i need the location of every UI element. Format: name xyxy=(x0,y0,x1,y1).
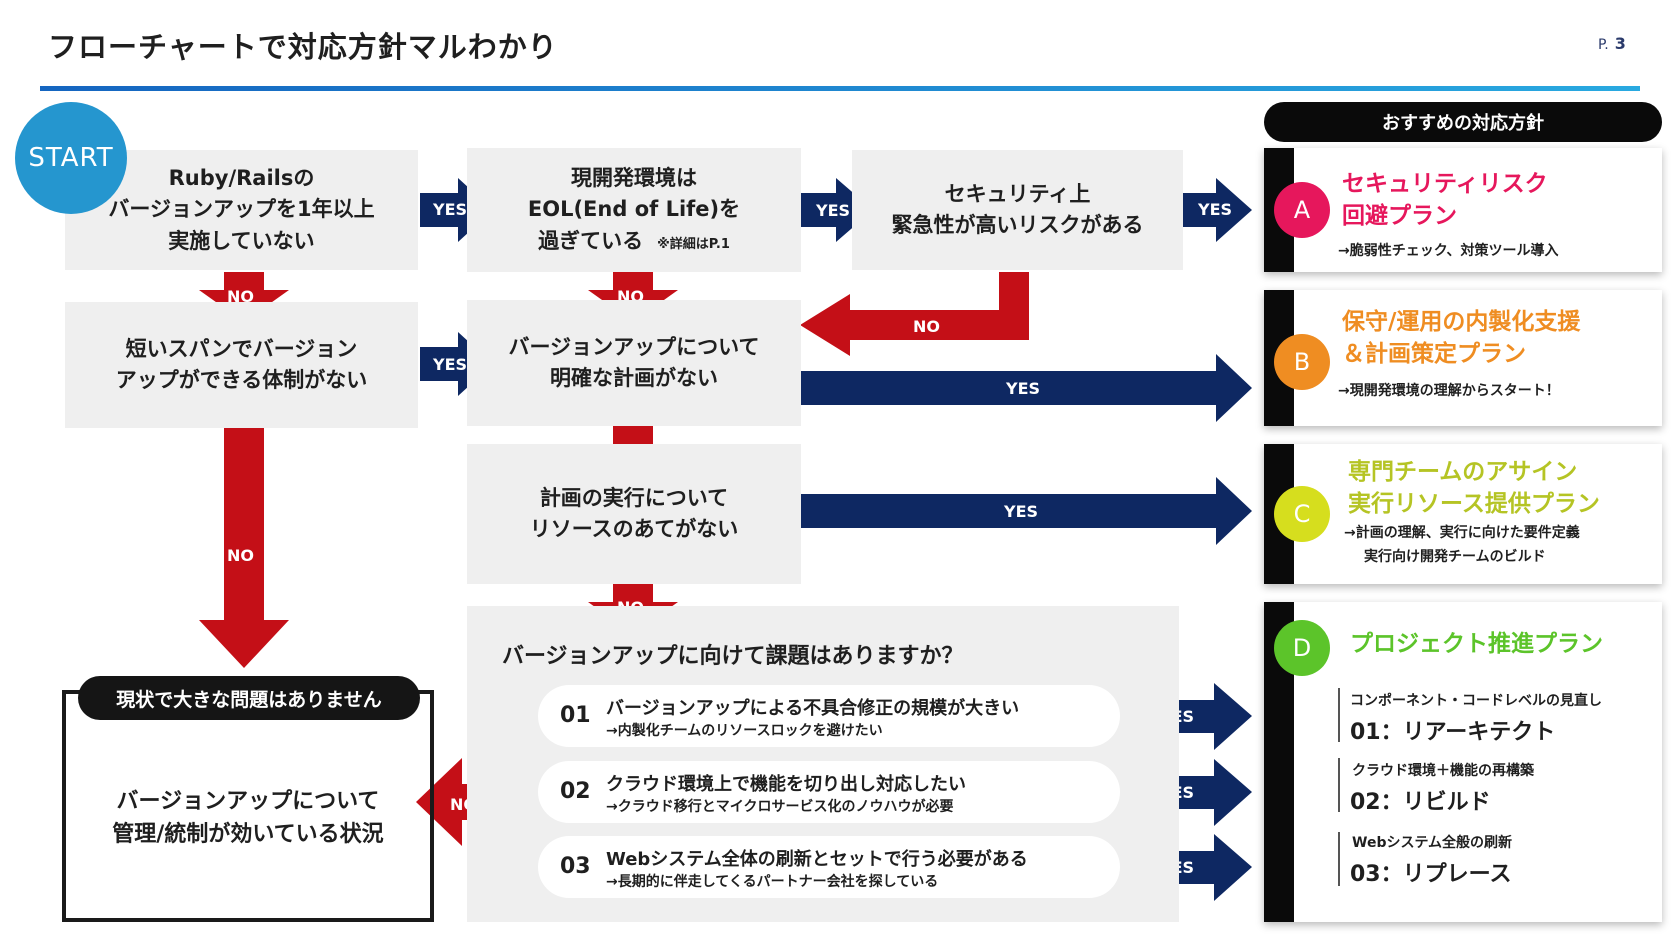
yes-label: YES xyxy=(1198,200,1233,219)
yes-arrow-eol-to-security xyxy=(801,178,873,242)
yes-label: YES xyxy=(816,201,851,220)
yes-label: YES xyxy=(1006,379,1041,398)
d-item-desc: コンポーネント・コードレベルの見直し xyxy=(1350,693,1602,709)
page-number-value: 3 xyxy=(1614,34,1626,53)
no-arrow-short-to-result xyxy=(199,428,289,668)
page-number: P. 3 xyxy=(1598,34,1626,53)
plan-a-circle: A xyxy=(1274,182,1330,238)
issue-sub-text: →内製化チームのリソースロックを避けたい xyxy=(606,723,883,739)
question-title: バージョンアップに向けて課題はありますか？ xyxy=(502,644,964,669)
plan-c-circle: C xyxy=(1274,486,1330,542)
issue-sub-text: →クラウド移行とマイクロサービス化のノウハウが必要 xyxy=(606,799,954,815)
d-item-desc: Webシステム全般の刷新 xyxy=(1352,835,1513,851)
no-arrow-eol-down xyxy=(588,272,678,322)
yes-arrow-resource-to-c xyxy=(801,477,1252,545)
node-no-resource: 計画の実行についてリソースのあてがない xyxy=(467,444,801,584)
plan-card-b xyxy=(1264,290,1662,426)
d-item-name: 02：リビルド xyxy=(1350,790,1491,815)
plan-a-desc: →脆弱性チェック、対策ツール導入 xyxy=(1338,243,1559,259)
plan-d-title: プロジェクト推進プラン xyxy=(1350,631,1603,657)
result-no-issue-box: バージョンアップについて管理/統制が効いている状況 xyxy=(62,690,434,922)
yes-label: YES xyxy=(433,355,468,374)
yes-arrow-item01-to-d xyxy=(1114,683,1252,750)
no-arrow-question-to-result xyxy=(416,758,500,846)
yes-label: YES xyxy=(1004,502,1039,521)
issue-number: 02 xyxy=(560,779,591,804)
node-short-span: 短いスパンでバージョンアップができる体制がない xyxy=(65,302,418,428)
no-arrow-security-to-plan xyxy=(800,272,1029,356)
page-prefix: P. xyxy=(1598,37,1609,53)
plan-card-a xyxy=(1264,148,1662,272)
issue-item-01 xyxy=(538,685,1120,747)
issue-number: 01 xyxy=(560,703,591,728)
start-circle: START xyxy=(15,102,127,214)
header-divider xyxy=(40,86,1640,91)
plan-b-circle: B xyxy=(1274,334,1330,390)
d-item-name: 03：リプレース xyxy=(1350,862,1512,887)
recommend-header: おすすめの対応方針 xyxy=(1264,102,1662,142)
plan-b-desc: →現開発環境の理解からスタート！ xyxy=(1338,383,1560,399)
issue-sub-text: →長期的に伴走してくるパートナー会社を探している xyxy=(606,874,939,890)
yes-arrow-item02-to-d xyxy=(1114,759,1252,826)
plan-c-desc: →計画の理解、実行に向けた要件定義 実行向け開発チームのビルド xyxy=(1344,525,1580,565)
d-item-desc: クラウド環境＋機能の再構築 xyxy=(1352,763,1534,779)
page-title: フローチャートで対応方針マルわかり xyxy=(48,30,558,64)
issue-number: 03 xyxy=(560,854,591,879)
plan-a-title: セキュリティリスク回避プラン xyxy=(1342,171,1548,230)
d-item-name: 01：リアーキテクト xyxy=(1350,720,1556,745)
d-item-divider xyxy=(1338,758,1340,812)
issue-item-03 xyxy=(538,836,1120,898)
node-security-risk: セキュリティ上緊急性が高いリスクがある xyxy=(852,150,1183,270)
issue-item-02 xyxy=(538,761,1120,823)
no-label: NO xyxy=(227,287,254,306)
issue-main-text: クラウド環境上で機能を切り出し対応したい xyxy=(606,774,966,795)
eol-detail-note: ※詳細はP.1 xyxy=(657,236,730,252)
d-item-divider xyxy=(1338,688,1340,742)
yes-arrow-item03-to-d xyxy=(1114,834,1252,901)
yes-label: YES xyxy=(433,200,468,219)
yes-arrow-plan-to-b xyxy=(801,354,1252,422)
plan-c-title: 専門チームのアサイン実行リソース提供プラン xyxy=(1348,459,1600,518)
no-label: NO xyxy=(913,317,940,336)
result-header: 現状で大きな問題はありません xyxy=(78,676,420,720)
d-item-divider xyxy=(1338,832,1340,886)
issue-main-text: Webシステム全体の刷新とセットで行う必要がある xyxy=(606,849,1028,870)
no-arrow-ruby-down xyxy=(199,272,289,322)
plan-d-circle: D xyxy=(1274,620,1330,676)
node-no-plan: バージョンアップについて明確な計画がない xyxy=(467,300,801,426)
plan-card-d xyxy=(1264,602,1662,922)
issue-main-text: バージョンアップによる不具合修正の規模が大きい xyxy=(606,698,1020,719)
no-label: NO xyxy=(227,546,254,565)
plan-b-title: 保守/運用の内製化支援＆計画策定プラン xyxy=(1342,309,1581,368)
yes-arrow-security-to-a xyxy=(1181,178,1252,242)
